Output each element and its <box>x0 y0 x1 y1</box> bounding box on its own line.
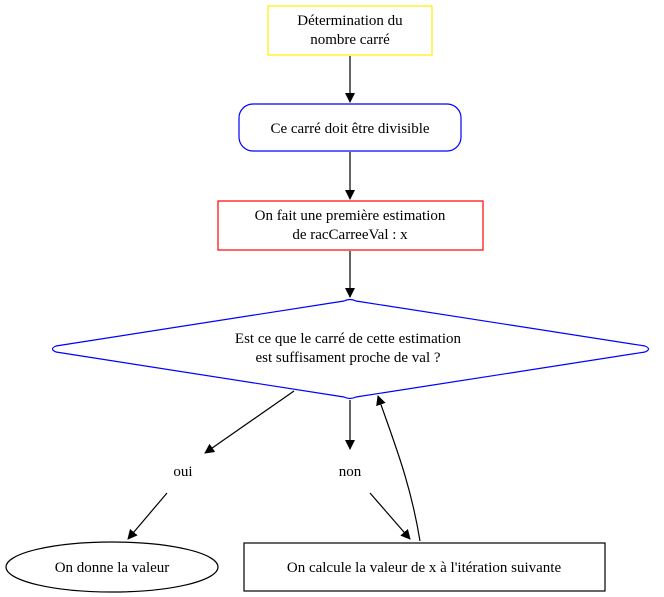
node-next-iteration-label: On calcule la valeur de x à l'itération … <box>287 560 562 576</box>
edges <box>127 56 421 542</box>
node-decision-line2: est suffisament proche de val ? <box>255 350 440 366</box>
node-give-value-ellipse <box>5 541 219 593</box>
node-start-box <box>267 5 433 56</box>
node-start: Détermination du nombre carré <box>267 5 433 56</box>
node-estimation-box <box>217 200 484 251</box>
node-give-value: On donne la valeur <box>5 541 219 593</box>
node-decision: Est ce que le carré de cette estimation … <box>51 298 650 400</box>
node-estimation-line1: On fait une première estimation <box>255 208 446 224</box>
edge-label-non: non <box>339 464 362 480</box>
node-divisible-box <box>238 103 462 152</box>
node-give-value-label: On donne la valeur <box>55 560 170 576</box>
edge-next-iteration-to-decision <box>376 395 421 542</box>
edge-non-to-next-iteration <box>369 492 411 540</box>
node-start-line1: Détermination du <box>297 13 403 29</box>
edge-oui-to-give-value <box>127 492 168 540</box>
node-decision-diamond <box>51 298 650 400</box>
node-estimation: On fait une première estimation de racCa… <box>217 200 484 251</box>
node-decision-line1: Est ce que le carré de cette estimation <box>235 331 462 347</box>
node-divisible: Ce carré doit être divisible <box>238 103 462 152</box>
edge-decision-to-oui <box>204 390 295 454</box>
node-estimation-line2: de racCarreeVal : x <box>292 227 408 243</box>
node-next-iteration: On calcule la valeur de x à l'itération … <box>243 542 606 592</box>
node-start-line2: nombre carré <box>310 32 390 48</box>
node-next-iteration-box <box>243 542 606 592</box>
edge-label-oui: oui <box>173 464 192 480</box>
node-divisible-label: Ce carré doit être divisible <box>270 121 429 137</box>
